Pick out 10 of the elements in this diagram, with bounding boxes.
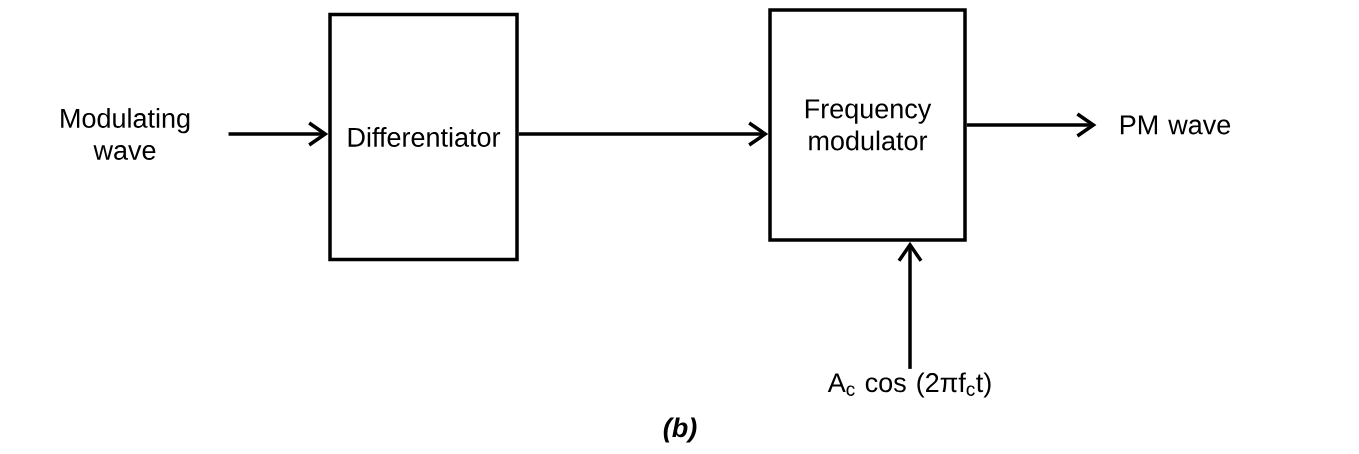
output-label: PM wave — [1120, 115, 1231, 135]
process-box: Differentiator — [328, 12, 519, 262]
arrow — [518, 121, 769, 147]
arrow — [897, 241, 923, 369]
process-box: Frequency modulator — [768, 8, 967, 242]
caption: (b) — [663, 417, 697, 443]
arrow — [966, 112, 1097, 138]
signal-label: A$_{c}$ cos (2πf$_{c}$t) — [827, 372, 991, 398]
input-label: Modulating wave — [61, 108, 190, 160]
arrow — [228, 121, 329, 147]
